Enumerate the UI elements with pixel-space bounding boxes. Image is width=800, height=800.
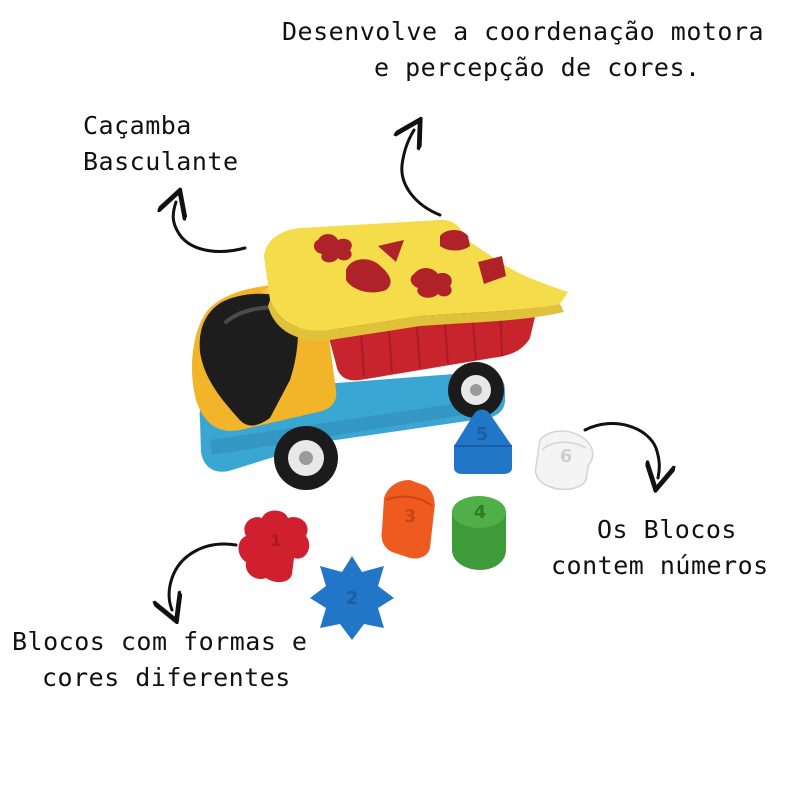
dump-truck (192, 219, 568, 490)
block-number-6: 6 (560, 446, 573, 467)
dump-bed-caption-line-1: Caçamba (83, 111, 192, 140)
block-star: 2 (310, 556, 394, 640)
truck-chassis-shade (210, 400, 482, 455)
coordination-caption: Desenvolve a coordenação motora e percep… (282, 14, 764, 87)
block-hexagon: 6 (534, 430, 594, 491)
shapes-caption: Blocos com formas e cores diferentes (12, 624, 307, 697)
block-number-3: 3 (404, 506, 417, 527)
numbers-caption-line-2: contem números (551, 551, 769, 581)
block-number-2: 2 (346, 588, 359, 609)
truck-wheel-front (274, 426, 338, 490)
arrow-dump-bed (173, 202, 247, 253)
shapes-caption-line-2: cores diferentes (42, 663, 291, 693)
dump-bed-caption-line-2: Basculante (83, 147, 239, 177)
numbers-caption: Os Blocos contem números (551, 512, 769, 585)
block-number-1: 1 (270, 531, 281, 550)
coordination-caption-line-1: Desenvolve a coordenação motora (282, 17, 765, 46)
truck-wheel-rear (448, 362, 504, 418)
lid-shape-holes (313, 230, 506, 298)
block-triangle: 5 (454, 409, 512, 474)
block-number-4: 4 (474, 502, 487, 523)
arrow-coordination (402, 130, 442, 217)
truck-bed-lid-edge (268, 300, 564, 341)
block-number-5: 5 (476, 424, 489, 445)
block-square: 3 (381, 480, 435, 559)
arrow-shapes (169, 542, 238, 610)
block-flower: 1 (238, 510, 310, 583)
block-cylinder: 4 (452, 496, 506, 570)
truck-windshield (199, 293, 298, 426)
dump-bed-caption: Caçamba Basculante (83, 108, 239, 181)
coordination-caption-line-2: e percepção de cores. (374, 53, 701, 83)
shapes-caption-line-1: Blocos com formas e (12, 627, 308, 656)
numbers-caption-line-1: Os Blocos (597, 515, 737, 544)
arrow-numbers (583, 421, 659, 478)
